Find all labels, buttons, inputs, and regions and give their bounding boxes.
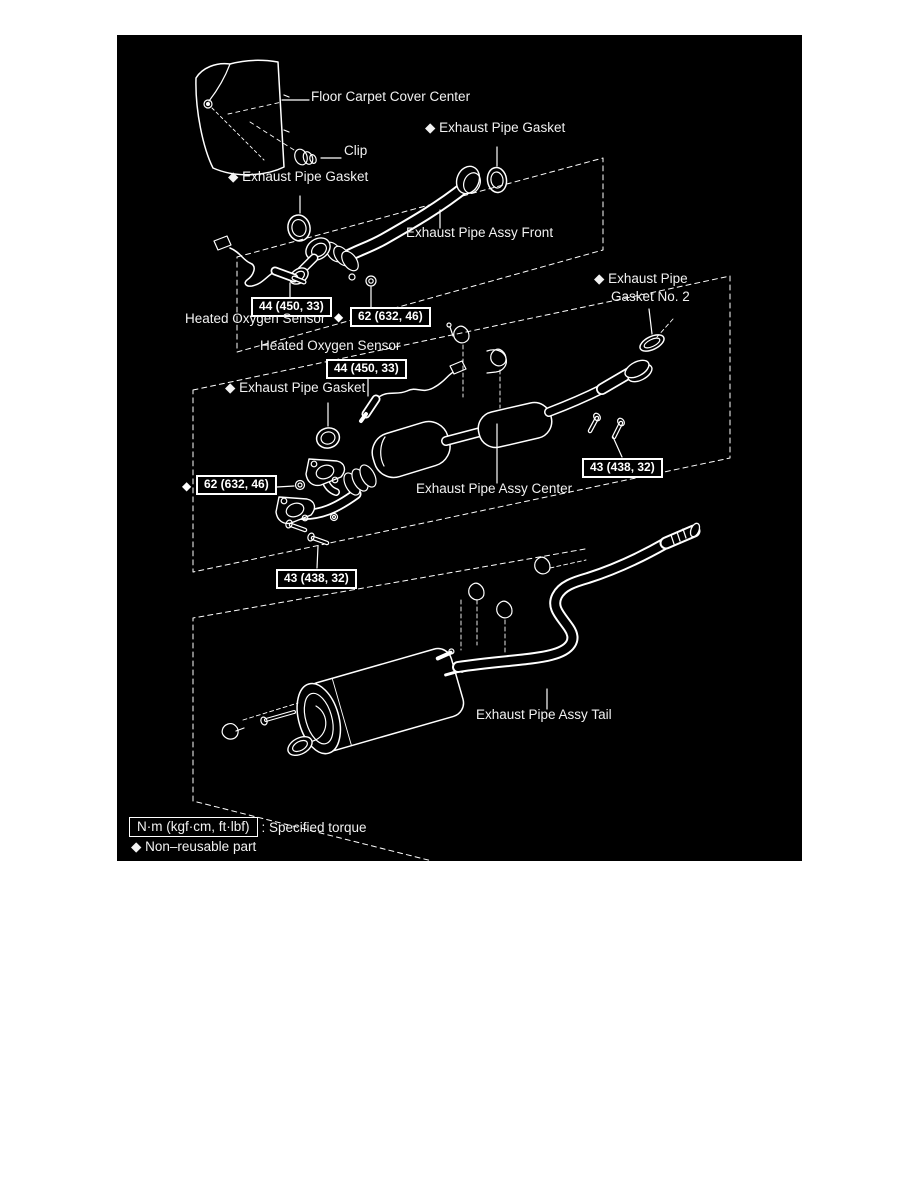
clip-drawing: [249, 121, 342, 166]
dashed-plane-tail: [192, 548, 586, 861]
gasket-front-right-drawing: [486, 146, 508, 194]
torque-center-sensor-box: 44 (450, 33): [326, 359, 407, 379]
floor-carpet-cover-drawing: [195, 59, 310, 176]
exhaust-pipe-center-drawing: [275, 359, 653, 525]
torque-center-flange-box: 62 (632, 46): [196, 475, 277, 495]
exhaust-line-art: [192, 59, 731, 861]
legend-unit-box: N·m (kgf·cm, ft·lbf): [129, 817, 258, 837]
legend-non-reusable: ◆ Non–reusable part: [131, 839, 257, 854]
legend-torque-row: N·m (kgf·cm, ft·lbf) : Specified torque: [129, 817, 367, 837]
exhaust-hangers-center-drawing: [446, 322, 508, 409]
dashed-plane-front: [236, 157, 604, 353]
exhaust-pipe-front-drawing: [289, 165, 481, 310]
flange-bolts-drawing: [285, 412, 625, 569]
floor-carpet-cover-label: Floor Carpet Cover Center: [311, 89, 471, 104]
gasket-front-right-label: ◆ Exhaust Pipe Gasket: [425, 120, 566, 135]
gasket-no2-label-line1: ◆ Exhaust Pipe: [594, 271, 688, 286]
oxygen-sensor-2-drawing: [359, 360, 467, 423]
dashed-plane-center: [192, 275, 731, 573]
torque-front-sensor-box: 44 (450, 33): [251, 297, 332, 317]
gasket-front-left-label: ◆ Exhaust Pipe Gasket: [228, 169, 369, 184]
non-reusable-diamond-1: ◆: [334, 310, 344, 324]
gasket-center-label: ◆ Exhaust Pipe Gasket: [225, 380, 366, 395]
oxygen-sensor-1-drawing: [213, 235, 307, 298]
legend-unit-desc: : Specified torque: [261, 819, 367, 835]
gasket-no2-label-line2: Gasket No. 2: [611, 289, 690, 304]
torque-center-front-bolts-box: 43 (438, 32): [276, 569, 357, 589]
gasket-no2-drawing: [639, 308, 674, 352]
torque-center-rear-bolts-box: 43 (438, 32): [582, 458, 663, 478]
gasket-center-drawing: [315, 402, 341, 449]
gasket-front-left-drawing: [287, 195, 311, 242]
torque-front-flange-box: 62 (632, 46): [350, 307, 431, 327]
exhaust-exploded-diagram: Floor Carpet Cover Center Clip ◆ Exhaust…: [117, 35, 802, 861]
assy-center-label: Exhaust Pipe Assy Center: [416, 481, 573, 496]
muffler-drawing: [221, 647, 465, 757]
heated-oxygen-sensor-2-label: Heated Oxygen Sensor: [260, 338, 401, 353]
non-reusable-diamond-2: ◆: [182, 479, 192, 493]
tail-pipe-drawing: [452, 522, 701, 710]
clip-label: Clip: [344, 143, 368, 158]
heated-oxygen-sensor-1-label: Heated Oxygen Sensor: [185, 311, 326, 326]
assy-front-label: Exhaust Pipe Assy Front: [406, 225, 554, 240]
assy-tail-label: Exhaust Pipe Assy Tail: [476, 707, 612, 722]
